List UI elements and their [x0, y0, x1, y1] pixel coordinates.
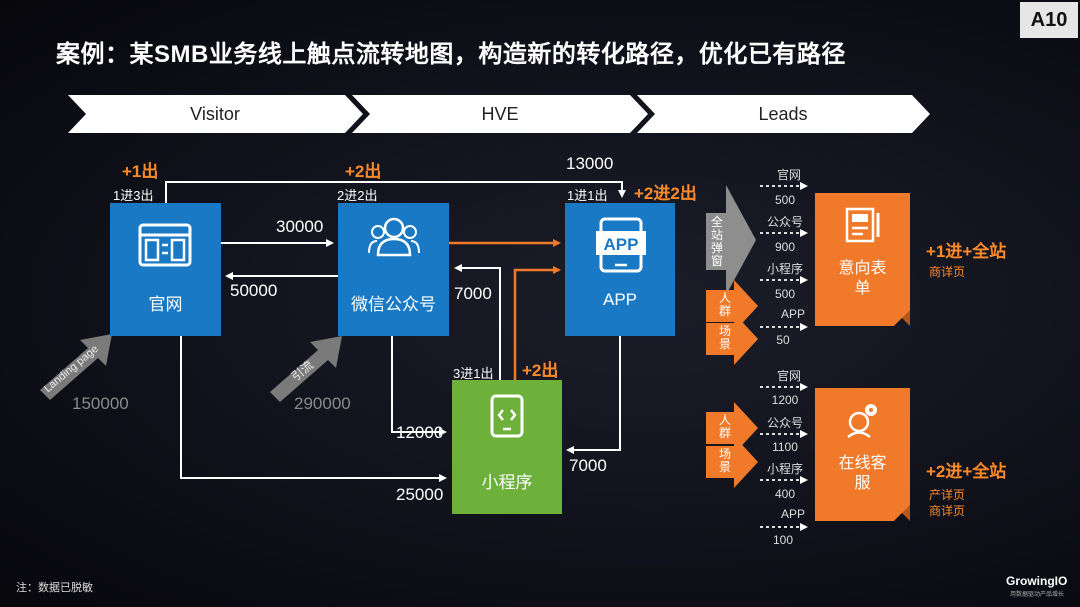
lead-bottom-result: +2进+全站: [926, 462, 1007, 481]
flow-wx-gw: 50000: [230, 281, 278, 300]
node-guanwang: 官网: [110, 203, 221, 336]
lead-top-ch0-name: 官网: [776, 168, 801, 182]
node-guanwang-label: 官网: [148, 295, 183, 314]
landing-page-value: 150000: [72, 394, 129, 413]
form-icon: [845, 207, 880, 243]
stage-leads: Leads: [758, 104, 808, 124]
website-icon: [138, 223, 192, 267]
logo-subtitle: 用数据驱动产品增长: [1010, 592, 1065, 598]
quanzhan-label: 全站弹窗: [710, 215, 723, 268]
stage-chevron-visitor: [68, 95, 363, 133]
flow-top: 13000: [566, 154, 614, 173]
landing-page-arrow: [40, 334, 112, 400]
lead-top-ch1-value: 900: [774, 240, 796, 254]
target-yixiang: 意向表单: [815, 193, 910, 326]
lead-bottom-result-sub2: 商详页: [929, 504, 966, 518]
svg-text:APP: APP: [604, 235, 639, 254]
io-guanwang: 1进3出: [113, 188, 154, 203]
lead-bottom-ch2-name: 小程序: [766, 462, 803, 476]
footnote: 注：数据已脱敏: [16, 582, 93, 594]
logo: GrowingIO: [1006, 574, 1068, 588]
lead-bottom-ch1-name: 公众号: [766, 416, 803, 430]
yinliu-arrow: [270, 336, 342, 402]
slide-title: 案例：某SMB业务线上触点流转地图，构造新的转化路径，优化已有路径: [56, 41, 846, 68]
lead-bottom-ch2-value: 400: [774, 487, 796, 501]
slide-tag: A10: [1020, 2, 1078, 38]
lead-bottom-result-sub1: 产详页: [929, 488, 966, 502]
target-kefu-label: 在线客服: [838, 455, 887, 492]
node-weixin-label: 微信公众号: [351, 295, 436, 314]
node-xiaochengxu-label: 小程序: [481, 473, 533, 492]
lead-top-ch1-name: 公众号: [766, 215, 803, 229]
lead-top-ch0-value: 500: [774, 193, 796, 207]
flow-wx-xcx: 12000: [396, 423, 444, 442]
lead-bottom-ch1-value: 1100: [772, 440, 798, 454]
node-weixin: 微信公众号: [338, 203, 449, 336]
app-icon: APP: [596, 217, 646, 273]
io-xiaochengxu: 3进1出: [453, 366, 494, 381]
target-kefu: 在线客服: [815, 388, 910, 521]
users-icon: [368, 217, 420, 257]
target-yixiang-label: 意向表单: [838, 260, 887, 297]
lead-top-ch2-name: 小程序: [766, 262, 803, 276]
gain-xiaochengxu: +2出: [522, 361, 559, 380]
lead-bottom-ch0-name: 官网: [776, 369, 801, 383]
node-xiaochengxu: 小程序: [452, 380, 562, 514]
quanzhan-arrow: [706, 185, 756, 295]
node-app-label: APP: [602, 290, 638, 309]
changjing-label-bottom: 场景: [718, 447, 731, 474]
node-app: APP APP: [565, 203, 675, 336]
renqun-label-top: 人群: [718, 291, 731, 318]
gain-app: +2进2出: [634, 184, 697, 203]
yinliu-value: 290000: [294, 394, 351, 413]
lead-top-result-sub: 商详页: [929, 265, 966, 279]
lead-top-ch2-value: 500: [774, 287, 796, 301]
stage-chevron-hve: [352, 95, 648, 133]
mini-program-icon: [490, 394, 524, 438]
renqun-label-bottom: 人群: [718, 413, 731, 440]
customer-service-icon: [847, 404, 877, 438]
flow-app-xcx: 7000: [569, 456, 607, 475]
lead-bottom-ch3-value: 100: [772, 533, 794, 547]
flow-gw-wx: 30000: [276, 217, 324, 236]
io-app: 1进1出: [567, 188, 608, 203]
lead-top-result: +1进+全站: [926, 242, 1007, 261]
gain-guanwang: +1出: [122, 162, 159, 181]
changjing-label-top: 场景: [718, 324, 731, 351]
flow-xcx-wx: 7000: [454, 284, 492, 303]
lead-bottom-ch0-value: 1200: [771, 393, 799, 407]
io-weixin: 2进2出: [337, 188, 378, 203]
flow-gw-xcx: 25000: [396, 485, 444, 504]
lead-top-ch3-value: 50: [776, 333, 790, 347]
stage-hve: HVE: [481, 104, 519, 124]
lead-top-ch3-name: APP: [780, 307, 805, 321]
stage-chevron-leads: [637, 95, 930, 133]
lead-bottom-ch3-name: APP: [780, 507, 805, 521]
gain-weixin: +2出: [345, 162, 382, 181]
stage-visitor: Visitor: [190, 104, 240, 124]
